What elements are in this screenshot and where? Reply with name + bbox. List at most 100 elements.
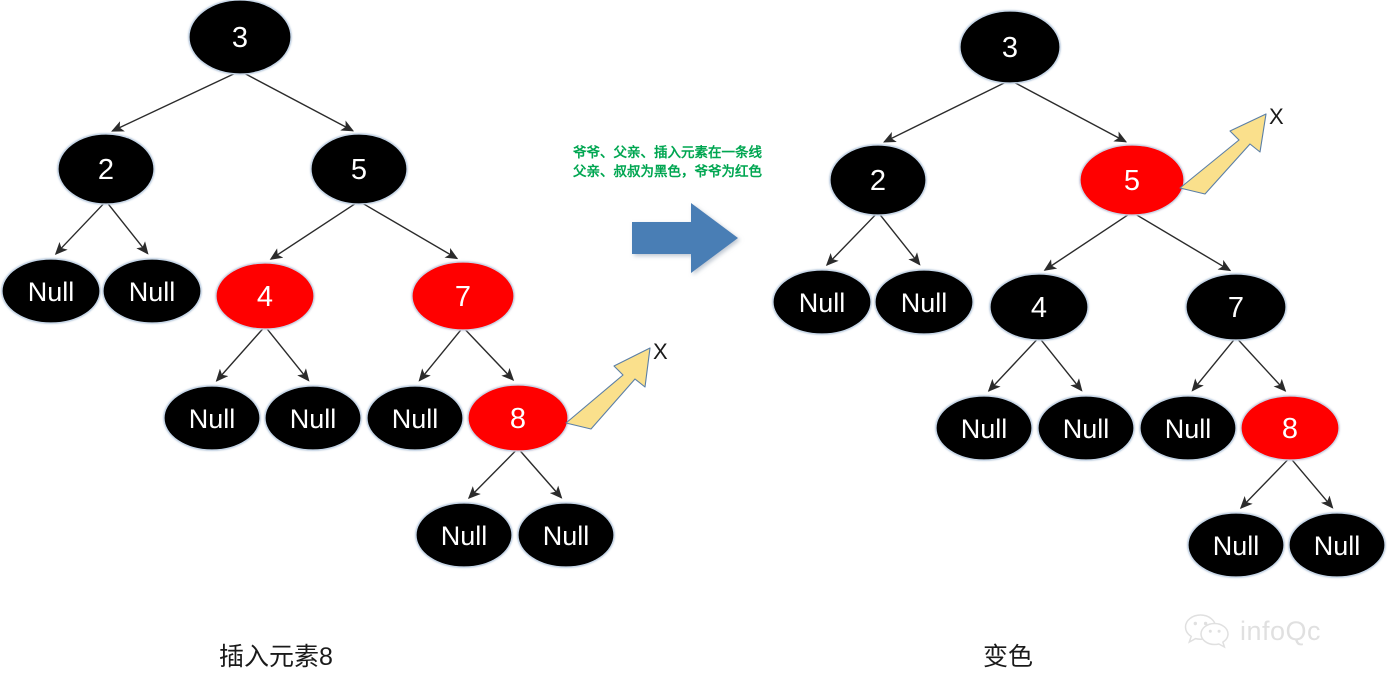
tree-edge bbox=[1131, 211, 1232, 272]
tree-node-right-8[interactable]: 8 bbox=[1240, 395, 1340, 461]
node-label: Null bbox=[1213, 531, 1260, 561]
callout-arrow-left-icon bbox=[565, 347, 651, 430]
node-label: Null bbox=[392, 404, 439, 434]
callout-arrow-right-icon bbox=[1179, 113, 1267, 195]
node-shape bbox=[1, 258, 101, 324]
tree-edge bbox=[358, 200, 459, 260]
node-label: 4 bbox=[257, 281, 273, 313]
node-shape bbox=[959, 10, 1061, 84]
node-label: Null bbox=[129, 277, 176, 307]
node-label: 8 bbox=[510, 403, 526, 435]
node-shape bbox=[517, 502, 615, 568]
node-label: Null bbox=[290, 404, 337, 434]
node-label: 5 bbox=[351, 154, 367, 186]
tree-node-right-3[interactable]: 3 bbox=[959, 10, 1061, 84]
tree-node-right-2[interactable]: 2 bbox=[829, 144, 927, 216]
tree-edge bbox=[1235, 336, 1287, 392]
node-shape bbox=[1288, 512, 1386, 578]
node-label: 2 bbox=[98, 154, 114, 186]
node-shape bbox=[1037, 395, 1135, 461]
tree-edge bbox=[1038, 336, 1083, 392]
tree-node-left-null[interactable]: Null bbox=[366, 385, 464, 451]
tree-node-left-null[interactable]: Null bbox=[264, 385, 362, 451]
node-label: 2 bbox=[870, 165, 886, 197]
node-shape bbox=[163, 385, 261, 451]
tree-node-right-5[interactable]: 5 bbox=[1079, 144, 1185, 216]
tree-edge bbox=[517, 447, 563, 499]
tree-node-right-null[interactable]: Null bbox=[1037, 395, 1135, 461]
node-shape bbox=[264, 385, 362, 451]
node-label: Null bbox=[28, 277, 75, 307]
node-shape bbox=[1187, 512, 1285, 578]
node-shape bbox=[1185, 273, 1287, 341]
note-line-2: 父亲、叔叔为黑色，爷爷为红色 bbox=[573, 164, 762, 179]
tree-node-right-null[interactable]: Null bbox=[772, 269, 872, 335]
explanation-note: 爷爷、父亲、插入元素在一条线 父亲、叔叔为黑色，爷爷为红色 bbox=[573, 143, 762, 181]
node-shape bbox=[772, 269, 872, 335]
node-shape bbox=[1139, 395, 1237, 461]
tree-node-right-null[interactable]: Null bbox=[874, 269, 974, 335]
tree-node-left-5[interactable]: 5 bbox=[310, 133, 408, 205]
node-shape bbox=[310, 133, 408, 205]
tree-node-right-null[interactable]: Null bbox=[935, 395, 1033, 461]
node-label: 3 bbox=[232, 22, 248, 54]
tree-node-left-null[interactable]: Null bbox=[415, 502, 513, 568]
tree-edge bbox=[883, 79, 1011, 143]
node-shape bbox=[829, 144, 927, 216]
tree-node-left-null[interactable]: Null bbox=[163, 385, 261, 451]
left-diagram-caption: 插入元素8 bbox=[219, 643, 333, 671]
node-label: Null bbox=[189, 404, 236, 434]
tree-node-left-null[interactable]: Null bbox=[102, 258, 202, 324]
node-label: Null bbox=[961, 414, 1008, 444]
tree-edge bbox=[105, 200, 149, 255]
tree-edge bbox=[239, 70, 355, 132]
tree-edge bbox=[825, 211, 879, 266]
watermark: infoQc bbox=[1183, 612, 1321, 650]
tree-node-left-null[interactable]: Null bbox=[517, 502, 615, 568]
tree-edge bbox=[1009, 79, 1128, 143]
tree-edge bbox=[54, 200, 107, 255]
tree-node-left-8[interactable]: 8 bbox=[467, 384, 569, 452]
node-shape bbox=[874, 269, 974, 335]
tree-edge bbox=[1043, 211, 1133, 271]
tree-node-right-null[interactable]: Null bbox=[1139, 395, 1237, 461]
watermark-text: infoQc bbox=[1240, 615, 1322, 646]
tree-edge bbox=[987, 336, 1040, 392]
node-label: Null bbox=[543, 521, 590, 551]
node-label: 8 bbox=[1282, 413, 1298, 445]
node-label: 3 bbox=[1002, 32, 1018, 64]
node-label: Null bbox=[799, 288, 846, 318]
node-shape bbox=[102, 258, 202, 324]
note-line-1: 爷爷、父亲、插入元素在一条线 bbox=[573, 145, 762, 160]
tree-edge bbox=[1289, 456, 1334, 509]
tree-node-right-7[interactable]: 7 bbox=[1185, 273, 1287, 341]
right-diagram-caption: 变色 bbox=[983, 643, 1034, 671]
tree-edge bbox=[1191, 336, 1237, 392]
node-shape bbox=[1240, 395, 1340, 461]
node-shape bbox=[415, 502, 513, 568]
tree-node-right-null[interactable]: Null bbox=[1187, 512, 1285, 578]
tree-node-left-2[interactable]: 2 bbox=[57, 133, 155, 205]
node-label: Null bbox=[1063, 414, 1110, 444]
tree-edge bbox=[215, 325, 266, 382]
tree-node-left-null[interactable]: Null bbox=[1, 258, 101, 324]
tree-node-right-4[interactable]: 4 bbox=[989, 273, 1089, 341]
tree-node-left-7[interactable]: 7 bbox=[411, 261, 515, 331]
tree-edge bbox=[877, 211, 921, 266]
left-tree-edges bbox=[54, 70, 563, 500]
tree-node-left-3[interactable]: 3 bbox=[188, 0, 292, 75]
tree-node-left-4[interactable]: 4 bbox=[215, 262, 315, 330]
tree-node-right-null[interactable]: Null bbox=[1288, 512, 1386, 578]
node-shape bbox=[215, 262, 315, 330]
node-label: Null bbox=[1314, 531, 1361, 561]
node-shape bbox=[411, 261, 515, 331]
node-shape bbox=[989, 273, 1089, 341]
node-label: Null bbox=[1165, 414, 1212, 444]
tree-edge bbox=[467, 447, 519, 500]
tree-edge bbox=[462, 326, 515, 381]
tree-edge bbox=[264, 325, 310, 382]
node-shape bbox=[1079, 144, 1185, 216]
